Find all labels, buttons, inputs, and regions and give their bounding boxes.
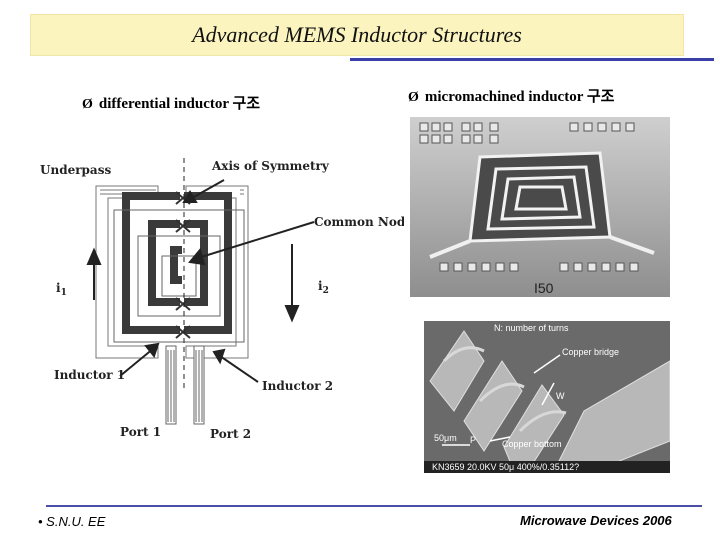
bullet-micromachined-text: micromachined inductor 구조 [424, 89, 615, 105]
scale-label: 50μm [434, 433, 457, 443]
bond-pads-bottom [439, 262, 639, 272]
bullet-differential-text: differential inductor 구조 [98, 96, 261, 112]
micromachined-inductor-photo: I50 [410, 117, 670, 297]
footer-rule [46, 505, 702, 507]
turns-label: N: number of turns [494, 323, 569, 333]
suspended-spiral [468, 151, 612, 243]
inductor-inner-outline [113, 209, 245, 343]
copper-bridges [442, 346, 567, 433]
bond-pads-top [419, 122, 635, 144]
inductor2-label: Inductor 2 [262, 379, 333, 393]
bullet-arrow-icon: Ø [82, 97, 93, 112]
page-title: Advanced MEMS Inductor Structures [192, 22, 522, 47]
copper-bridge-photo: N: number of turns Copper bridge W P 50μ… [424, 321, 670, 473]
underpass-label: Underpass [40, 163, 111, 177]
common-node-label: Common Node [314, 215, 404, 229]
current-i1-label: i1 [56, 281, 67, 298]
w-label: W [556, 391, 565, 401]
footer-left: • S.N.U. EE [38, 514, 106, 529]
support-posts [429, 235, 655, 259]
footer-right: Microwave Devices 2006 [520, 513, 672, 528]
current-arrows [86, 244, 300, 323]
differential-inductor-diagram: Underpass Axis of Symmetry Common Node i… [40, 158, 404, 441]
annotation-arrows [442, 354, 561, 446]
inductor1-label: Inductor 1 [54, 368, 125, 382]
port2-label: Port 2 [210, 427, 251, 441]
sem-info-label: KN3659 20.0KV 50μ 400%/0.35112? [432, 462, 579, 472]
copper-bridge-label: Copper bridge [562, 347, 619, 357]
p-label: P [470, 435, 476, 445]
copper-bottom-label: Copper bottom [502, 439, 562, 449]
title-bar: Advanced MEMS Inductor Structures [30, 14, 684, 56]
photo-top-label: I50 [534, 280, 554, 296]
port-leads [165, 345, 205, 425]
inductor-windings [122, 192, 232, 334]
title-underline [350, 58, 714, 61]
port1-label: Port 1 [120, 425, 161, 439]
current-i2-label: i2 [318, 279, 329, 296]
axis-of-symmetry-label: Axis of Symmetry [211, 159, 330, 173]
bullet-arrow-icon: Ø [408, 90, 419, 105]
pointer-arrows [119, 179, 315, 383]
